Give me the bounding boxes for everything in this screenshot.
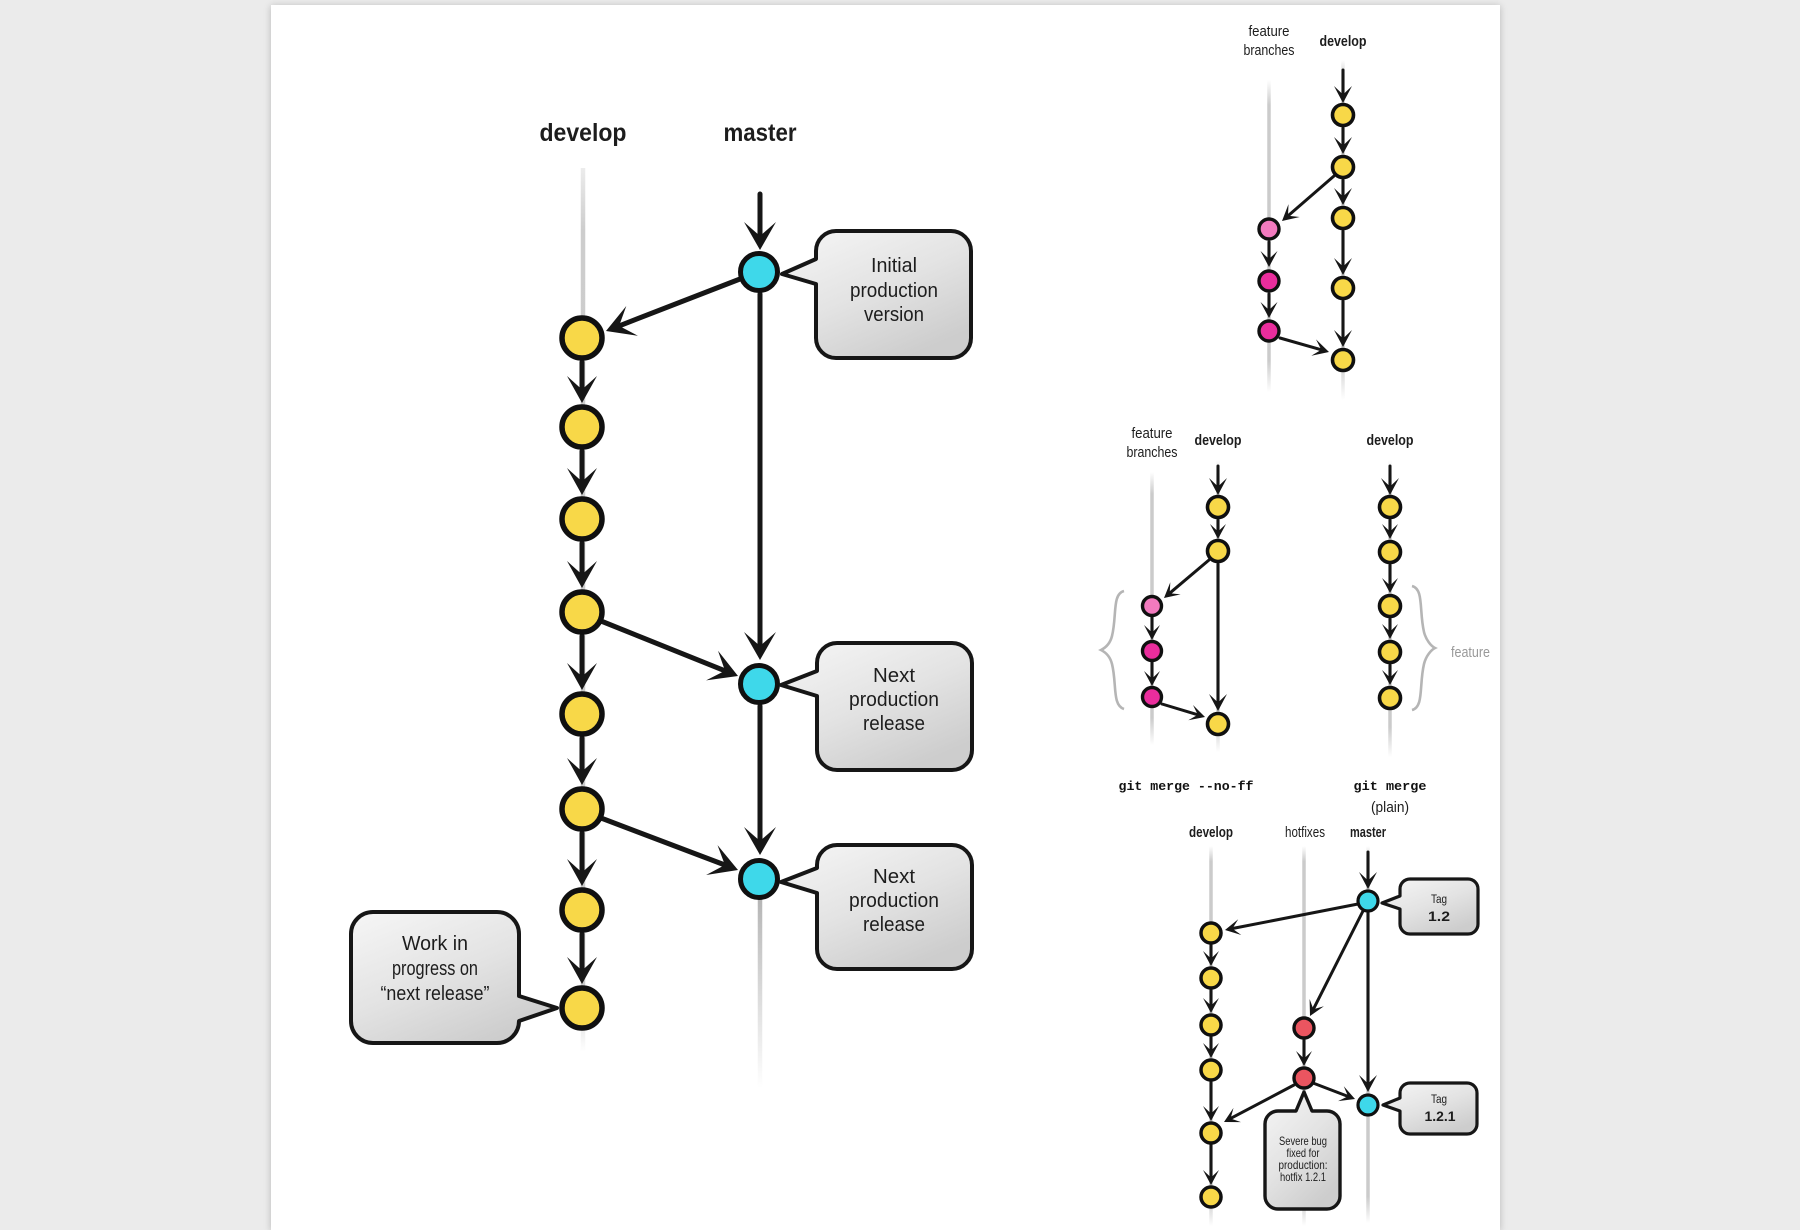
svg-text:feature: feature <box>1132 425 1173 442</box>
svg-text:Tag: Tag <box>1431 1094 1447 1106</box>
svg-text:production: production <box>849 689 939 711</box>
svg-text:“next release”: “next release” <box>381 983 490 1005</box>
svg-text:release: release <box>863 713 925 735</box>
svg-text:Next: Next <box>873 866 915 888</box>
svg-text:git merge --no-ff: git merge --no-ff <box>1119 779 1254 794</box>
svg-text:1.2.1: 1.2.1 <box>1425 1109 1457 1124</box>
svg-text:develop: develop <box>540 119 627 147</box>
svg-text:Tag: Tag <box>1431 894 1447 906</box>
svg-text:feature: feature <box>1451 644 1490 661</box>
svg-text:hotfix 1.2.1: hotfix 1.2.1 <box>1280 1170 1326 1184</box>
svg-text:(plain): (plain) <box>1371 799 1409 816</box>
svg-text:develop: develop <box>1189 824 1233 841</box>
svg-text:master: master <box>1350 824 1386 841</box>
svg-text:master: master <box>724 119 797 147</box>
svg-text:git merge: git merge <box>1354 779 1427 794</box>
svg-text:develop: develop <box>1320 33 1367 50</box>
svg-text:Work in: Work in <box>402 933 468 955</box>
svg-text:progress on: progress on <box>392 958 478 980</box>
svg-text:branches: branches <box>1127 444 1178 461</box>
svg-text:Next: Next <box>873 665 915 687</box>
svg-text:production: production <box>850 280 938 302</box>
svg-text:production:: production: <box>1279 1158 1328 1172</box>
svg-text:release: release <box>863 914 925 936</box>
svg-text:fixed for: fixed for <box>1287 1146 1320 1160</box>
svg-text:version: version <box>864 304 924 326</box>
svg-text:1.2: 1.2 <box>1428 908 1450 924</box>
svg-text:feature: feature <box>1249 23 1290 40</box>
svg-text:Severe bug: Severe bug <box>1279 1134 1327 1148</box>
svg-text:hotfixes: hotfixes <box>1285 824 1325 841</box>
svg-text:production: production <box>849 890 939 912</box>
svg-text:develop: develop <box>1195 432 1242 449</box>
svg-text:Initial: Initial <box>871 255 917 277</box>
svg-text:develop: develop <box>1367 432 1414 449</box>
svg-text:branches: branches <box>1244 42 1295 59</box>
